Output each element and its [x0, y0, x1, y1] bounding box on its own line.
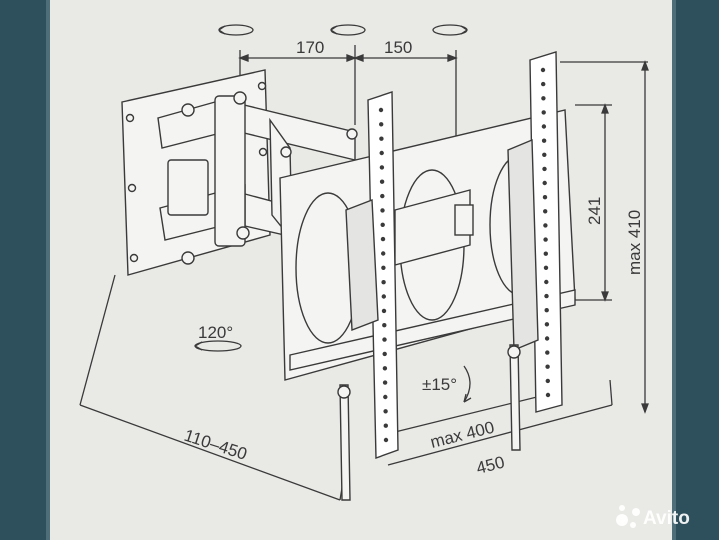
rail-hole: [541, 138, 547, 143]
rail-hole: [543, 251, 548, 256]
vertical-rail-right: [507, 51, 563, 413]
rail-hole: [543, 209, 548, 214]
rail-hole: [542, 152, 547, 157]
rail-hole: [545, 364, 550, 369]
rail-hole: [542, 180, 547, 186]
rail-hole: [543, 237, 548, 242]
rail-hole: [379, 122, 384, 127]
rail-hole: [382, 337, 387, 342]
dim-depth-label: 110–450: [182, 426, 250, 464]
dim-150-label: 150: [384, 38, 412, 57]
rail-hole: [379, 179, 385, 184]
rotate-arrow-icon: [330, 24, 366, 36]
rail-hole: [381, 280, 386, 285]
width-dim-tick: [609, 379, 613, 406]
maxwidth-dim-line: [394, 394, 546, 433]
rail-hole: [544, 279, 549, 285]
rail-hole: [544, 293, 549, 299]
rail-hole: [380, 208, 385, 213]
rail-hole: [380, 222, 385, 227]
rail-hole: [543, 223, 548, 228]
swivel-label: 120°: [198, 323, 233, 342]
rail-hole: [542, 166, 547, 172]
left-frame: [0, 0, 46, 540]
rail-hole: [542, 195, 548, 200]
rail-hole: [541, 110, 546, 115]
tilt-arrow-icon: [463, 365, 471, 403]
rail-hole: [545, 350, 550, 355]
rail-hole: [379, 136, 384, 141]
rail-hole: [378, 107, 384, 113]
rail-hole: [382, 380, 388, 385]
rotate-arrow-icon: [432, 24, 468, 36]
safety-bolts: [337, 344, 521, 501]
tilt-label: ±15°: [422, 375, 457, 394]
vertical-rail-left: [345, 91, 399, 459]
right-frame: [676, 0, 719, 540]
dim-450-label: 450: [474, 453, 506, 478]
watermark-text: Avito: [643, 508, 690, 529]
241-dim-line: [575, 104, 612, 301]
swivel-arrow-icon: [194, 340, 242, 352]
rail-hole: [541, 81, 546, 87]
rail-hole: [381, 308, 387, 314]
rail-hole: [545, 378, 550, 384]
dim-170-label: 170: [296, 38, 324, 57]
rail-hole: [381, 294, 386, 299]
rail-holes: [378, 67, 551, 443]
rail-hole: [543, 265, 549, 270]
right-frame-edge: [672, 0, 676, 540]
rail-hole: [381, 265, 386, 270]
rail-hole: [382, 323, 387, 328]
rail-hole: [383, 423, 388, 428]
rail-hole: [379, 150, 384, 156]
rail-hole: [381, 251, 386, 256]
rail-hole: [383, 437, 389, 443]
rail-hole: [540, 67, 546, 73]
dim-max410-label: max 410: [625, 210, 644, 275]
rail-hole: [541, 96, 546, 101]
rail-hole: [382, 351, 387, 357]
avito-logo-icon: [616, 505, 640, 528]
rail-hole: [545, 392, 551, 398]
rail-hole: [544, 322, 550, 327]
dim-241-label: 241: [585, 197, 604, 225]
rail-hole: [544, 308, 549, 313]
max410-dim-line: [560, 61, 648, 412]
width-dim-line: [387, 404, 613, 466]
dim-max400-label: max 400: [428, 418, 496, 452]
rail-hole: [383, 394, 388, 400]
rail-hole: [379, 165, 385, 170]
rail-hole: [380, 236, 386, 242]
rail-hole: [383, 409, 388, 414]
depth-dim-line: [79, 404, 341, 501]
rail-hole: [544, 336, 550, 341]
rotate-arrow-icon: [218, 24, 254, 36]
rail-hole: [380, 193, 385, 199]
left-frame-edge: [46, 0, 50, 540]
rail-hole: [382, 366, 388, 371]
rail-hole: [541, 124, 547, 129]
